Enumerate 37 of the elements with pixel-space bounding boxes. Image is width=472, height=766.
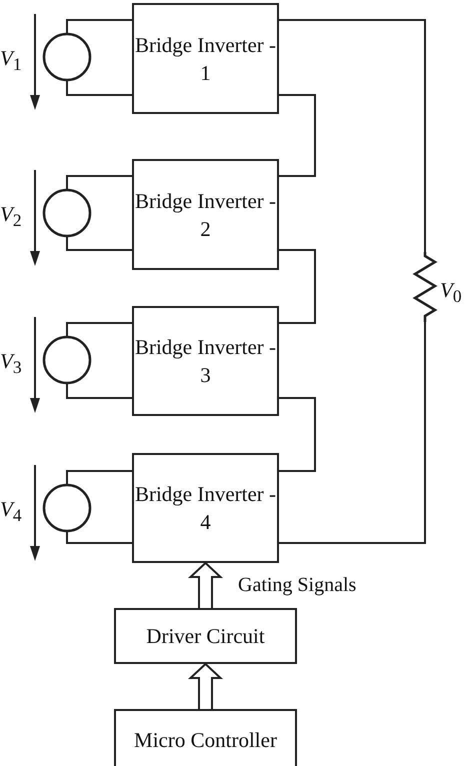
- voltage-source-symbol: [43, 484, 91, 532]
- wire: [66, 237, 132, 251]
- wire: [66, 532, 132, 544]
- block-arrow: [188, 662, 224, 710]
- resistor-symbol: [413, 252, 437, 322]
- block-box: [114, 608, 297, 664]
- wire: [279, 249, 316, 324]
- voltage-label: V$_{1}$: [0, 46, 22, 76]
- block-box: [132, 159, 279, 270]
- block-label: Bridge Inverter - 2: [134, 188, 277, 242]
- block-label: Micro Controller: [134, 727, 277, 754]
- wire: [66, 19, 132, 33]
- voltage-label: V$_{0}$: [440, 278, 462, 308]
- wire: [279, 19, 426, 252]
- wire: [279, 397, 316, 472]
- block-box: [132, 306, 279, 416]
- voltage-label: V$_{2}$: [0, 202, 22, 232]
- wire: [279, 322, 426, 544]
- voltage-source-symbol: [43, 33, 91, 81]
- wire: [66, 81, 132, 96]
- block-arrow: [188, 562, 224, 609]
- block-label: Driver Circuit: [146, 623, 265, 650]
- block-box: [132, 453, 279, 563]
- block-label: Bridge Inverter - 4: [134, 481, 277, 536]
- voltage-source-symbol: [43, 189, 91, 237]
- wire: [66, 470, 132, 484]
- voltage-label: V$_{3}$: [0, 349, 22, 380]
- wire: [66, 322, 132, 336]
- block-label: Bridge Inverter - 1: [134, 32, 277, 86]
- wire: [66, 384, 132, 399]
- wire: [66, 175, 132, 189]
- block-label: Bridge Inverter - 3: [134, 334, 277, 389]
- voltage-source-symbol: [43, 336, 91, 384]
- wire: [279, 94, 316, 177]
- block-box: [114, 709, 297, 766]
- block-box: [132, 3, 279, 114]
- voltage-label: V$_{4}$: [0, 497, 22, 528]
